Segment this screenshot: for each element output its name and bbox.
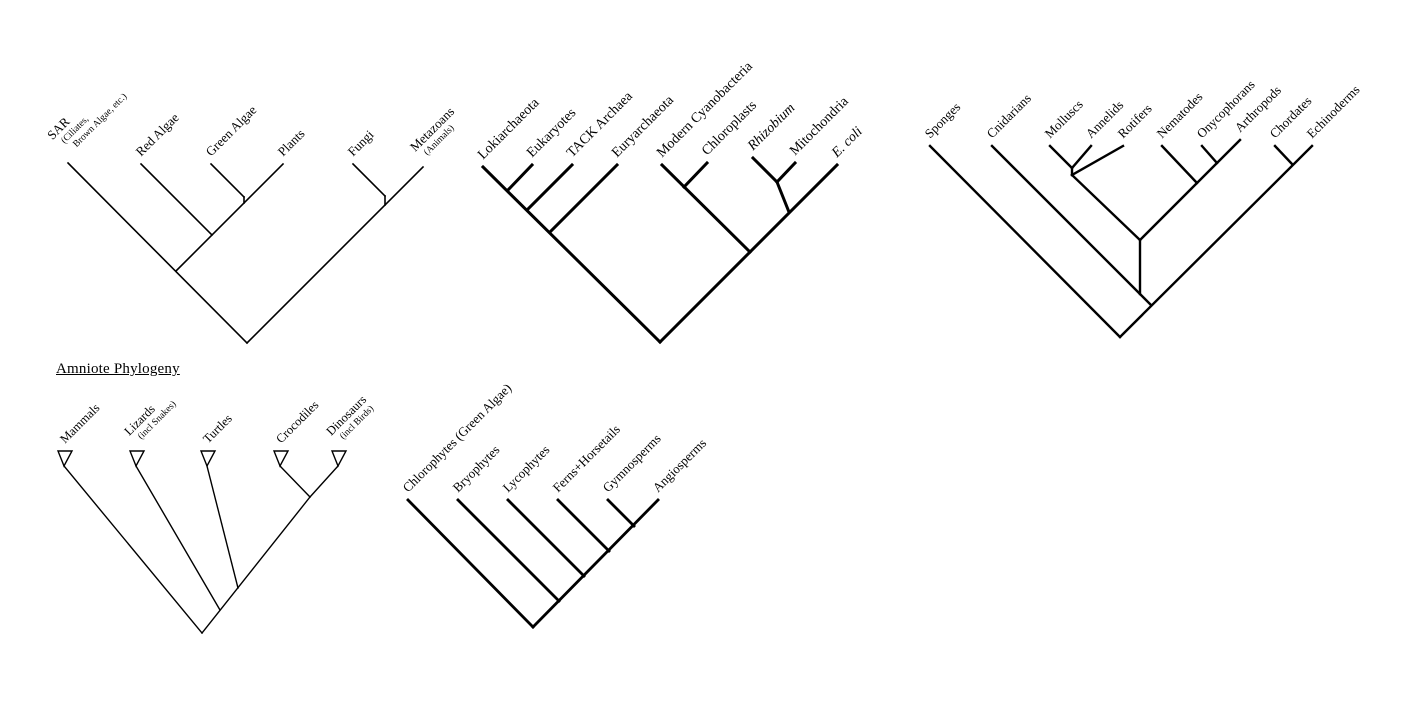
branch-line bbox=[524, 162, 575, 213]
branch-line bbox=[135, 465, 221, 611]
branch-line bbox=[456, 498, 561, 603]
taxon-name: Sponges bbox=[922, 99, 964, 141]
taxon-name: Lycophytes bbox=[500, 442, 553, 495]
taxon-label-crocodiles: Crocodiles bbox=[273, 398, 321, 446]
branch-line bbox=[406, 498, 535, 629]
branch-line bbox=[750, 155, 780, 185]
taxon-label-lizards: Lizards(incl Snakes) bbox=[121, 399, 178, 442]
taxon-name: E. coli bbox=[829, 124, 866, 161]
taxon-label-dinosaurs: Dinosaurs(incl Birds) bbox=[323, 392, 376, 441]
branch-line bbox=[209, 162, 246, 199]
taxon-label-sponges: Sponges bbox=[922, 99, 964, 141]
branch-line bbox=[1118, 144, 1314, 339]
branch-line bbox=[505, 162, 535, 193]
taxon-label-lycophytes: Lycophytes bbox=[500, 442, 553, 495]
taxon-name: Bryophytes bbox=[450, 442, 503, 495]
tip-triangle bbox=[330, 450, 348, 468]
branch-line bbox=[309, 465, 339, 498]
branch-line bbox=[480, 164, 663, 345]
branch-line bbox=[681, 160, 710, 190]
plant-lineage-tree: Chlorophytes (Green Algae)BryophytesLyco… bbox=[400, 380, 709, 629]
branch-line bbox=[245, 165, 425, 345]
amniote-phylogeny-title: Amniote Phylogeny bbox=[56, 361, 180, 377]
branch-line bbox=[1070, 173, 1142, 242]
branch-line bbox=[1273, 144, 1294, 166]
taxon-name: Cnidarians bbox=[984, 91, 1034, 141]
branch-line bbox=[1138, 138, 1242, 242]
taxon-label-fungi: Fungi bbox=[345, 127, 377, 159]
branch-line bbox=[1048, 144, 1074, 170]
taxon-name: Red Algae bbox=[133, 110, 182, 159]
tip-triangle bbox=[272, 450, 290, 468]
branch-line bbox=[1160, 144, 1199, 185]
branch-line bbox=[928, 144, 1122, 339]
taxon-label-green-algae: Green Algae bbox=[203, 102, 260, 159]
taxon-label-metazoans: Metazoans(Animals) bbox=[407, 104, 457, 158]
branch-line bbox=[774, 160, 798, 185]
branch-line bbox=[351, 162, 387, 198]
branch-line bbox=[775, 180, 791, 214]
taxon-name: Plants bbox=[275, 126, 308, 159]
branch-line bbox=[1070, 144, 1093, 170]
taxon-name: Echinoderms bbox=[1304, 82, 1363, 141]
branch-line bbox=[201, 496, 311, 634]
taxon-label-cnidarians: Cnidarians bbox=[984, 91, 1034, 141]
branch-line bbox=[1070, 144, 1125, 177]
branch-line bbox=[556, 498, 611, 553]
taxon-name: Mammals bbox=[57, 401, 102, 446]
taxon-name: Turtles bbox=[200, 411, 235, 446]
branch-line bbox=[990, 144, 1153, 307]
taxon-label-red-algae: Red Algae bbox=[133, 110, 182, 159]
tip-triangle bbox=[56, 450, 74, 468]
tip-triangle bbox=[199, 450, 217, 468]
taxon-label-molluscs: Molluscs bbox=[1042, 97, 1086, 141]
tip-triangle bbox=[128, 450, 146, 468]
taxon-name: Molluscs bbox=[1042, 97, 1086, 141]
taxon-label-echinoderms: Echinoderms bbox=[1304, 82, 1363, 141]
branch-line bbox=[531, 498, 660, 629]
branch-line bbox=[506, 498, 586, 578]
branch-line bbox=[657, 162, 840, 345]
branch-line bbox=[659, 162, 753, 255]
taxon-label-turtles: Turtles bbox=[200, 411, 235, 446]
taxon-name: Crocodiles bbox=[273, 398, 321, 446]
branch-line bbox=[63, 465, 203, 634]
taxon-label-mammals: Mammals bbox=[57, 401, 102, 446]
branch-line bbox=[66, 161, 249, 345]
branch-line bbox=[547, 162, 620, 235]
branch-line bbox=[206, 465, 239, 589]
branch-line bbox=[606, 498, 636, 528]
taxon-label-bryophytes: Bryophytes bbox=[450, 442, 503, 495]
taxon-label-e-coli: E. coli bbox=[829, 124, 866, 161]
branch-line bbox=[174, 162, 285, 273]
eukaryote-algae-fungi-tree: SAR(Ciliates,Brown Algae, etc.)Red Algae… bbox=[44, 91, 457, 345]
branch-line bbox=[279, 465, 311, 498]
amniote-tree: Mammals Lizards(incl Snakes) Turtles Crocod… bbox=[56, 392, 376, 634]
taxon-label-sar: SAR(Ciliates,Brown Algae, etc.) bbox=[44, 91, 129, 150]
branch-line bbox=[139, 162, 214, 237]
taxon-name: Green Algae bbox=[203, 102, 260, 159]
taxon-name: Fungi bbox=[345, 127, 377, 159]
branch-line bbox=[1200, 144, 1219, 165]
taxon-label-plants: Plants bbox=[275, 126, 308, 159]
